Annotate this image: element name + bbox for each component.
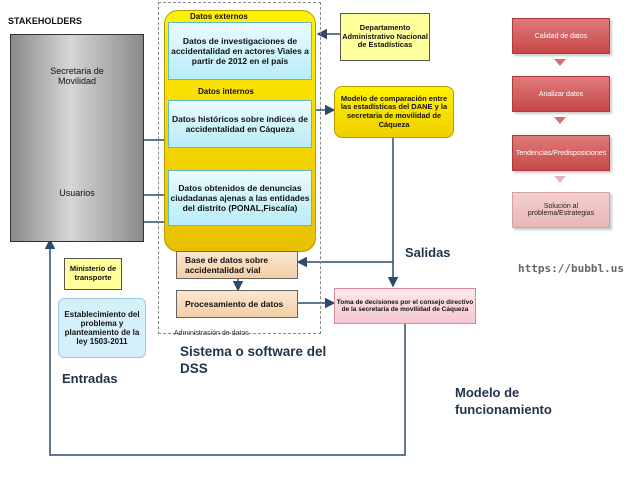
decision-box: Toma de decisiones por el consejo direct… xyxy=(334,288,476,324)
sistema-label: Sistema o software del DSS xyxy=(180,344,327,376)
usuarios-label: Usuarios xyxy=(59,188,95,198)
datos-internos-label: Datos internos xyxy=(198,87,255,96)
administracion-label: Administración de datos xyxy=(174,330,249,337)
historical-data-box: Datos históricos sobre índices de accide… xyxy=(168,100,312,148)
ministerio-box: Ministerio de transporte xyxy=(64,258,122,290)
stakeholders-box xyxy=(10,34,144,242)
flow-step-analizar: Analizar datos xyxy=(512,76,610,112)
complaints-data-box: Datos obtenidos de denuncias ciudadanas … xyxy=(168,170,312,226)
stakeholders-title: STAKEHOLDERS xyxy=(8,16,82,26)
watermark-text: https://bubbl.us xyxy=(518,262,624,275)
database-box: Base de datos sobre accidentalidad vial xyxy=(176,251,298,279)
entradas-label: Entradas xyxy=(62,371,118,386)
secretaria-label: Secretaria de Movilidad xyxy=(50,66,104,87)
datos-externos-label: Datos externos xyxy=(190,12,248,21)
flow-arrow-icon xyxy=(554,59,566,66)
comparison-model-box: Modelo de comparación entre las estadíst… xyxy=(334,86,454,138)
salidas-label: Salidas xyxy=(405,245,451,260)
flow-arrow-icon xyxy=(554,176,566,183)
modelo-funcionamiento-label: Modelo de funcionamiento xyxy=(455,385,552,417)
dss-boundary xyxy=(158,2,321,334)
flow-step-calidad: Calidad de datos xyxy=(512,18,610,54)
establecimiento-box: Establecimiento del problema y planteami… xyxy=(58,298,146,358)
flow-arrow-icon xyxy=(554,117,566,124)
flow-step-solucion: Solución al problema/Estrategias xyxy=(512,192,610,228)
dane-box: Departamento Administrativo Nacional de … xyxy=(340,13,430,61)
external-data-box: Datos de investigaciones de accidentalid… xyxy=(168,22,312,80)
processing-box: Procesamiento de datos xyxy=(176,290,298,318)
flow-step-tendencias: Tendencias/Predisposiciones xyxy=(512,135,610,171)
